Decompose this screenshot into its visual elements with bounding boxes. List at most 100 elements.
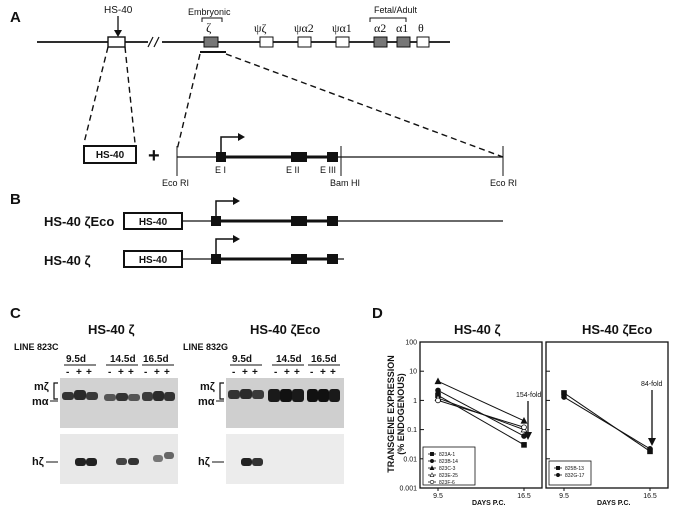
series-line — [438, 400, 524, 427]
chart-2-series — [562, 391, 653, 454]
band — [128, 458, 139, 465]
blot-right-title: HS-40 ζEco — [250, 322, 320, 337]
panel-a: A HS-40 Embryonic ζ ψζ ψα2 ψα1 Fetal/Adu… — [10, 5, 517, 188]
psi-zeta-label: ψζ — [254, 21, 267, 35]
theta-gene — [417, 37, 429, 47]
band — [241, 458, 252, 466]
y-tick-label: 0.001 — [399, 486, 417, 493]
band — [86, 458, 97, 466]
y-tick-label: 10 — [409, 369, 417, 376]
x-tick-label: 16.5 — [517, 493, 531, 500]
series-marker — [522, 425, 527, 430]
blot-left-signs: - + + - + + - + + — [66, 367, 170, 378]
construct-zeco-exon-2 — [291, 216, 307, 226]
blot-left-sign: + — [118, 367, 124, 378]
band — [164, 392, 175, 401]
zoom-line-hs40-left — [84, 47, 108, 143]
psi-a1-gene — [336, 37, 349, 47]
chart-2-x-ticks: 9.516.5 — [559, 488, 657, 500]
blot-left-tp-9-5: 9.5d — [66, 354, 86, 365]
blot-left-sign: - — [66, 367, 69, 378]
construct-z-exon-2 — [291, 254, 307, 264]
blot-right-sign: + — [320, 367, 326, 378]
x-tick-label: 16.5 — [643, 493, 657, 500]
blot-right-sign: - — [310, 367, 313, 378]
blot-right-tp-16-5: 16.5d — [311, 354, 337, 365]
blot-right-sign: - — [232, 367, 235, 378]
a1-label: α1 — [396, 21, 408, 35]
psi-a1-label: ψα1 — [332, 21, 352, 35]
panel-c: C HS-40 ζ LINE 823C 9.5d 14.5d 16.5d - +… — [10, 305, 344, 484]
blot-right-sign: - — [274, 367, 277, 378]
band — [128, 394, 140, 401]
band — [86, 392, 98, 400]
zeta-gene-label: ζ — [206, 20, 212, 35]
blot-right-line: LINE 832G — [183, 342, 228, 352]
blot-left-sign: + — [86, 367, 92, 378]
construct-zeco-label: HS-40 ζEco — [44, 214, 114, 229]
zoom-line-zeta-right — [226, 54, 503, 157]
blot-left-sign: + — [164, 367, 170, 378]
chart-1-title: HS-40 ζ — [454, 322, 500, 337]
band — [252, 458, 263, 466]
series-line — [564, 397, 650, 449]
construct-zeco-tss-shaft — [216, 201, 235, 216]
chart-2-title: HS-40 ζEco — [582, 322, 652, 337]
chart-ylabel: TRANSGENE EXPRESSION (% ENDOGENOUS) — [386, 355, 406, 473]
chart-1-x-ticks: 9.5 16.5 — [433, 488, 531, 500]
series-marker — [556, 473, 559, 476]
blot-right-upper-membrane — [226, 378, 344, 428]
hs40-expanded-label: HS-40 — [96, 150, 125, 161]
chart-2-annotation-arrowhead — [648, 438, 656, 446]
series-marker — [522, 442, 527, 447]
psi-zeta-gene — [260, 37, 273, 47]
band — [268, 389, 280, 402]
band — [116, 393, 128, 401]
band — [74, 390, 86, 400]
band — [62, 392, 74, 400]
series-marker — [648, 446, 653, 451]
construct-z-label: HS-40 ζ — [44, 253, 90, 268]
psi-a2-gene — [298, 37, 311, 47]
blot-right-sign: + — [252, 367, 258, 378]
legend-label: 823F-6 — [439, 480, 455, 486]
legend-label: 832G-17 — [565, 473, 585, 479]
y-tick-label: 0.01 — [403, 456, 417, 463]
construct-z-tss-head — [233, 235, 240, 243]
series-marker — [521, 418, 527, 423]
series-marker — [430, 459, 433, 462]
construct-z-hs40-label: HS-40 — [139, 255, 168, 266]
band — [75, 458, 86, 466]
hs40-element — [108, 37, 125, 47]
construct-zeco-hs40-label: HS-40 — [139, 217, 168, 228]
legend-label: 823A-1 — [439, 452, 455, 458]
hs40-top-label: HS-40 — [104, 5, 133, 16]
blot-left-sign: + — [154, 367, 160, 378]
band — [142, 392, 153, 401]
exon-1 — [216, 152, 226, 162]
zoom-line-hs40-right — [125, 47, 135, 143]
blot-right-ma-label: mα — [198, 396, 215, 408]
band — [318, 389, 329, 402]
band — [292, 389, 304, 402]
blot-left-tp-16-5: 16.5d — [143, 354, 169, 365]
chart-ylabel-line2: (% ENDOGENOUS) — [396, 373, 406, 455]
panel-d: D HS-40 ζ HS-40 ζEco TRANSGENE EXPRESSIO… — [372, 305, 668, 507]
band — [153, 455, 163, 462]
blot-right-tp-9-5: 9.5d — [232, 354, 252, 365]
series-line — [438, 390, 524, 436]
series-marker — [436, 388, 441, 393]
blot-left-upper-membrane — [60, 378, 178, 428]
bam-hi-label: Bam HI — [330, 178, 360, 188]
chart-1-series — [435, 378, 527, 447]
x-tick-label: 9.5 — [433, 493, 443, 500]
chart-ylabel-line1: TRANSGENE EXPRESSION — [386, 355, 396, 473]
legend-label: 823C-3 — [439, 466, 456, 472]
series-marker — [562, 395, 567, 400]
blot-right-hz-label: hζ — [198, 456, 210, 468]
construct-zeco-exon-3 — [327, 216, 338, 226]
blot-left-sign: - — [144, 367, 147, 378]
blot-left-sign: - — [108, 367, 111, 378]
